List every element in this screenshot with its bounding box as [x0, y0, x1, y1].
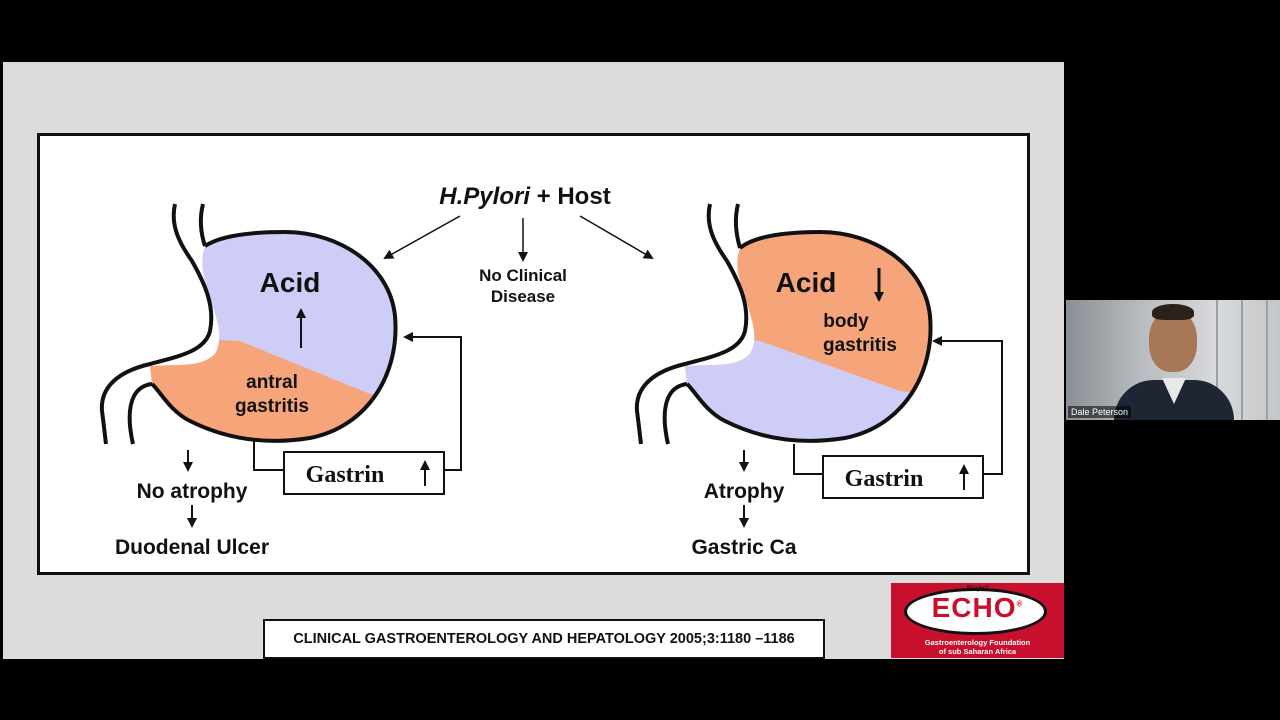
- presentation-slide: H.Pylori + Host No Clinical Disease Acid…: [3, 62, 1064, 659]
- project-echo-logo: Project ECHO® Gastroenterology Foundatio…: [891, 583, 1064, 658]
- left-outcome2: Duodenal Ulcer: [115, 536, 269, 559]
- citation-text: CLINICAL GASTROENTEROLOGY AND HEPATOLOGY…: [293, 631, 795, 647]
- left-gastrin-box: [283, 451, 445, 495]
- right-acid-label: Acid: [776, 267, 837, 298]
- left-feedback-arrow: [403, 332, 462, 471]
- participant-hair: [1152, 304, 1194, 320]
- diagram-title: H.Pylori + Host: [439, 183, 610, 210]
- left-gastritis-line2: gastritis: [235, 396, 309, 417]
- arrow-to-right: [579, 215, 654, 260]
- right-feedback-arrow: [932, 336, 1003, 475]
- h-pylori-figure: H.Pylori + Host No Clinical Disease Acid…: [37, 133, 1030, 575]
- participant-video-tile[interactable]: Dale Peterson: [1066, 300, 1280, 420]
- participant-head: [1149, 310, 1197, 372]
- right-gastritis-line1: body: [823, 311, 869, 332]
- left-stomach-outline: [150, 229, 398, 443]
- right-stomach-outline: [685, 229, 933, 443]
- stomach-diagram: H.Pylori + Host No Clinical Disease Acid…: [99, 183, 1003, 559]
- center-line1: No Clinical: [479, 266, 567, 285]
- left-gastritis-line1: antral: [246, 372, 298, 393]
- left-acid-label: Acid: [260, 267, 321, 298]
- participant-name: Dale Peterson: [1068, 406, 1132, 418]
- right-gastrin-label: Gastrin: [845, 466, 924, 492]
- right-outcome2: Gastric Ca: [691, 536, 796, 559]
- citation-box: CLINICAL GASTROENTEROLOGY AND HEPATOLOGY…: [263, 619, 825, 659]
- right-outcome1: Atrophy: [704, 480, 785, 503]
- left-outcome1: No atrophy: [137, 480, 248, 503]
- right-gastrin-box: [822, 455, 984, 499]
- center-line2: Disease: [491, 287, 555, 306]
- logo-foundation-text: Gastroenterology Foundation of sub Sahar…: [924, 638, 1031, 656]
- left-gastrin-label: Gastrin: [306, 462, 385, 488]
- logo-echo-text: ECHO®: [931, 592, 1024, 623]
- logo-project-text: Project: [966, 585, 989, 592]
- right-gastritis-line2: gastritis: [823, 335, 897, 356]
- logo-oval: [904, 588, 1047, 635]
- arrow-to-left: [383, 215, 461, 259]
